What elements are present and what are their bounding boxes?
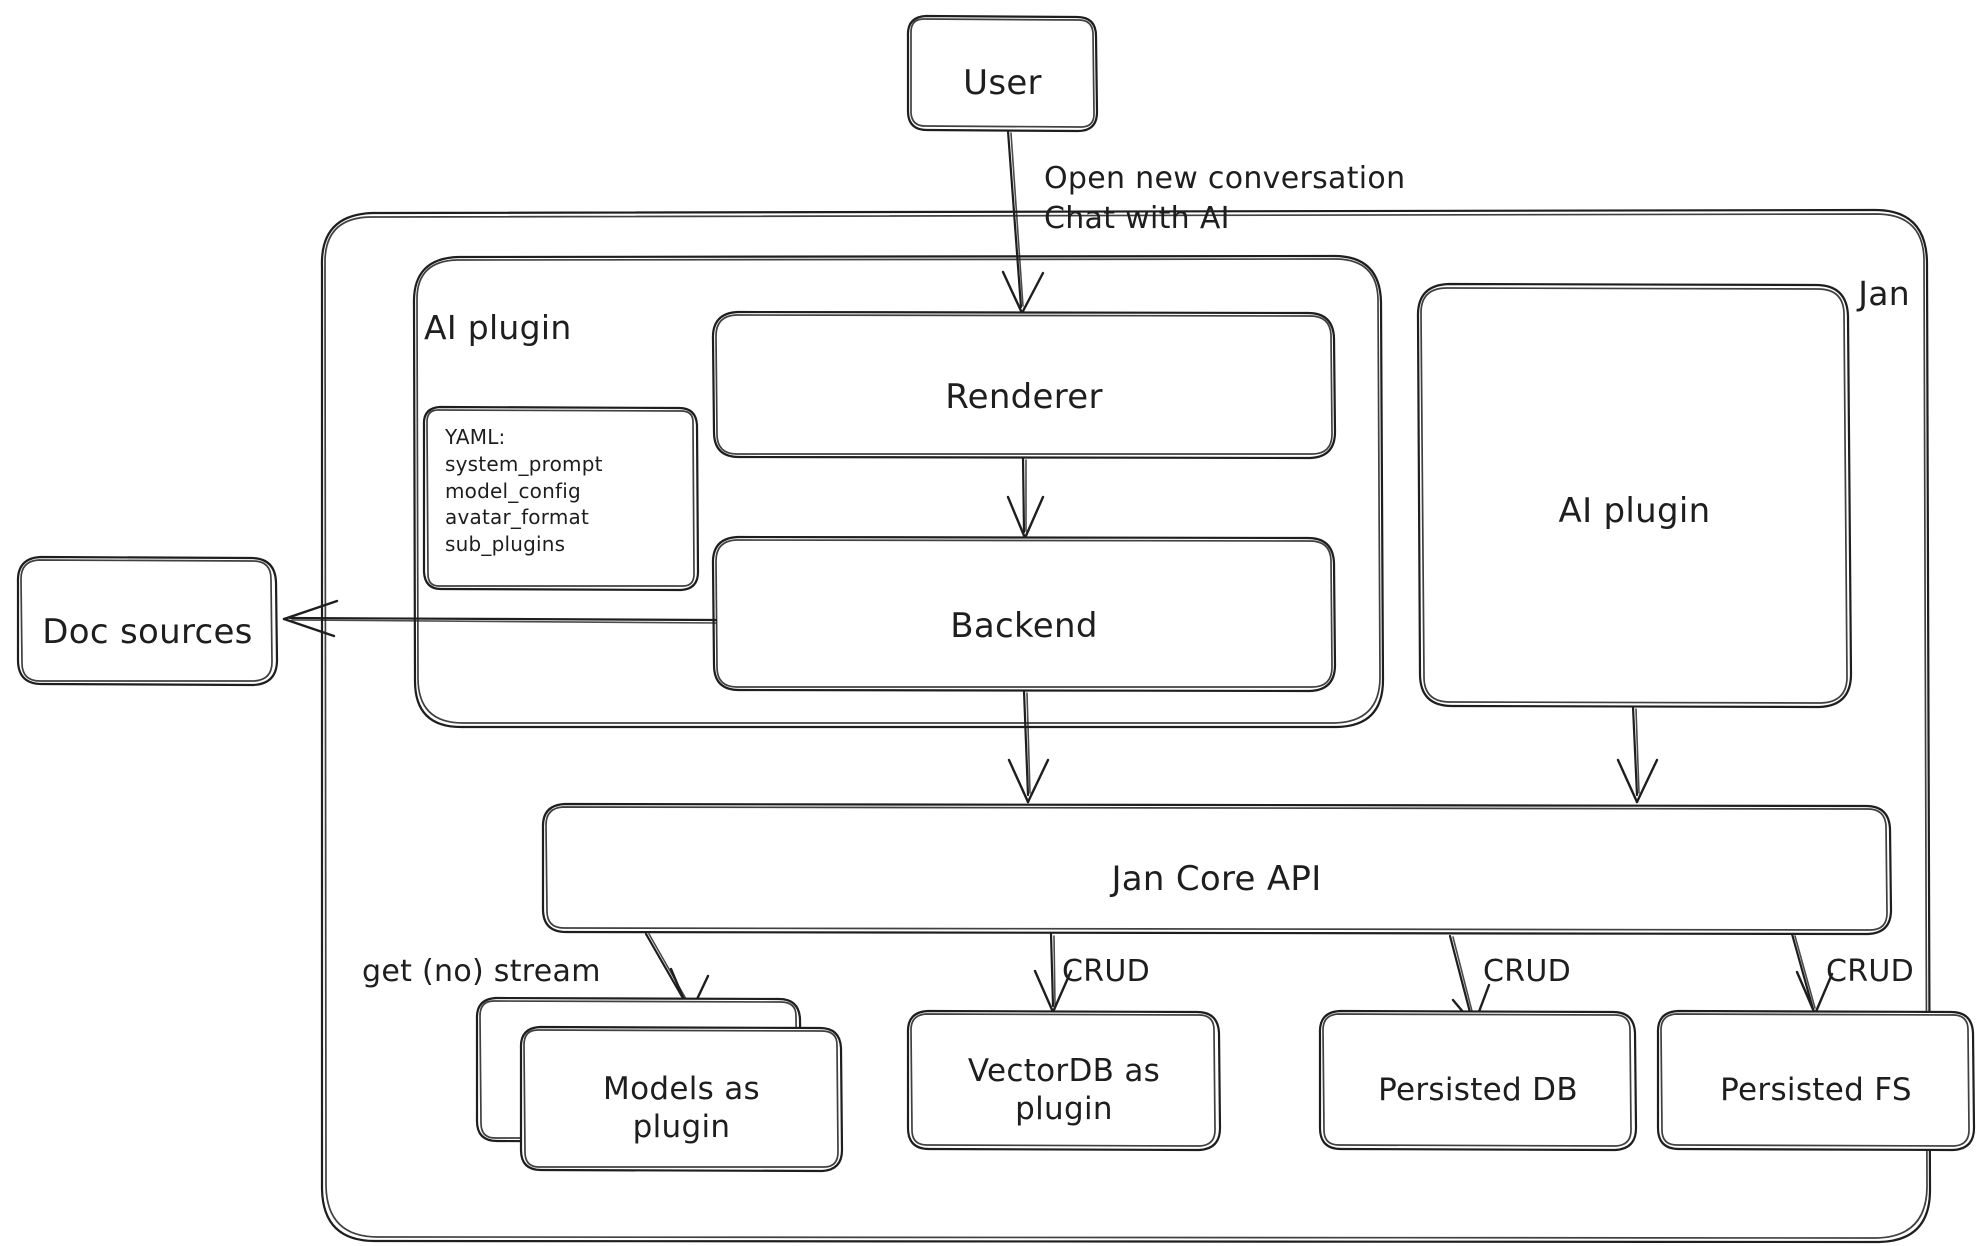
- node-doc-sources-outline[interactable]: [16, 555, 279, 687]
- node-ai-plugin-right-outline[interactable]: [1416, 282, 1853, 709]
- node-jan-core-api-outline[interactable]: [541, 802, 1893, 936]
- node-models-outline[interactable]: [519, 1025, 844, 1173]
- edge-core-to-persisted-fs: [1790, 932, 1834, 1016]
- node-user-outline[interactable]: [906, 14, 1099, 133]
- edge-renderer-to-backend: [1006, 456, 1045, 540]
- edge-backend-to-doc-sources: [282, 599, 718, 638]
- edge-user-to-renderer: [1001, 129, 1045, 315]
- edge-ai-plugin-to-core: [1616, 705, 1659, 804]
- node-persisted-fs-outline[interactable]: [1656, 1009, 1976, 1152]
- node-vectordb-outline[interactable]: [906, 1009, 1222, 1152]
- edge-core-to-vectordb: [1033, 932, 1073, 1014]
- node-backend-outline[interactable]: [711, 535, 1337, 693]
- node-yaml-outline: [422, 405, 700, 592]
- node-persisted-db-outline[interactable]: [1318, 1009, 1638, 1152]
- edge-backend-to-core: [1007, 689, 1050, 804]
- node-renderer-outline[interactable]: [711, 310, 1337, 460]
